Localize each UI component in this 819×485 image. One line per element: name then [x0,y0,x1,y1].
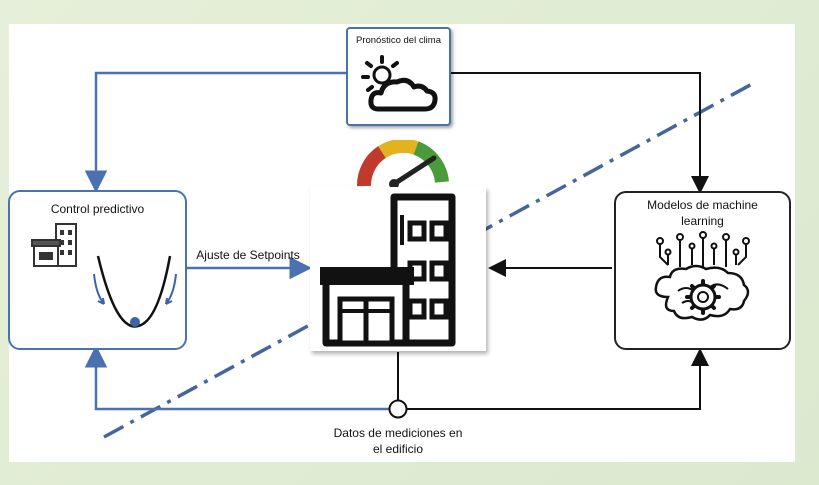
arrow-weather-to-ml [449,72,709,194]
arrow-weather-to-control [84,71,346,193]
ml-models-box: Modelos de machine learning [614,191,791,350]
brain-gear-icon [654,231,750,321]
weather-box: Pronóstico del clima [346,27,451,126]
arrow-data-to-ml [407,348,709,410]
data-node [388,399,408,419]
gauge-icon [357,140,449,189]
weather-label: Pronóstico del clima [355,35,441,46]
control-predictivo-box: Control predictivo [8,190,187,350]
ml-label-line2: learning [681,214,724,228]
ml-label-line1: Modelos de machine [647,198,758,212]
optimization-curve-icon [93,255,177,328]
weather-sun-cloud-icon [361,55,438,112]
building-icon [31,223,77,267]
arrow-data-to-control [84,345,390,411]
building-icon-large [320,193,456,347]
data-label-line1: Datos de mediciones en [333,426,463,440]
setpoints-label: Ajuste de Setpoints [196,248,300,262]
data-label-line2: el edificio [372,442,424,456]
control-label: Control predictivo [50,202,145,216]
building-box [310,187,486,351]
